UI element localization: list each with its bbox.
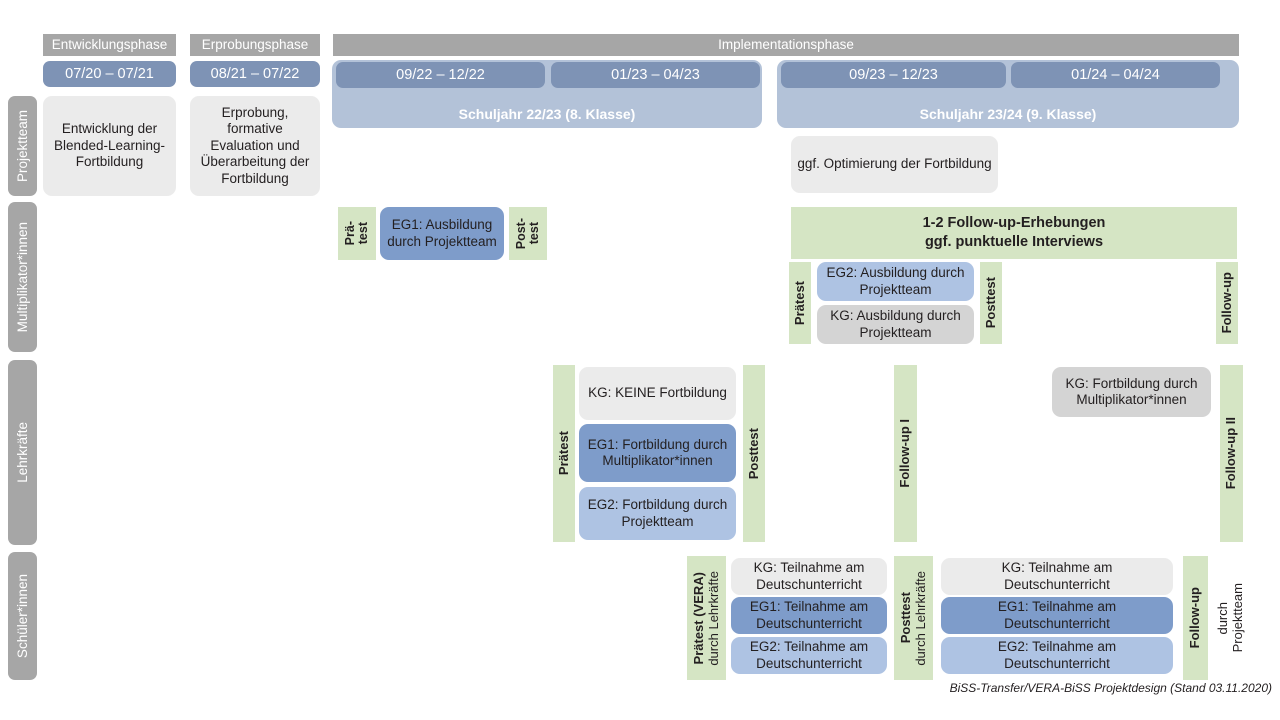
band-posttest-lehrkraefte-text: Posttest xyxy=(745,427,761,480)
row-label-projektteam-text: Projektteam xyxy=(15,109,30,183)
schoolyear-label-2324: Schuljahr 23/24 (9. Klasse) xyxy=(919,106,1097,122)
band-praetest-vera-bold: Prätest (VERA) xyxy=(691,571,707,665)
period-chip-1: 08/21 – 07/22 xyxy=(190,61,320,87)
card-eg1-ausbildung-projektteam: EG1: Ausbildung durch Projektteam xyxy=(380,207,504,260)
card-kg-teilnahme-1: KG: Teilnahme am Deutschunterricht xyxy=(731,558,887,595)
band-followup-schueler-sub-group: durch Projektteam xyxy=(1208,556,1252,680)
row-label-multiplikator: Multiplikator*innen xyxy=(8,202,37,352)
band-posttest-multiplikator-2: Posttest xyxy=(980,262,1002,344)
band-praetest-multiplikator-1-line2: test xyxy=(356,222,370,245)
row-label-schueler: Schüler*innen xyxy=(8,552,37,680)
card-eg2-teilnahme-2: EG2: Teilnahme am Deutschunterricht xyxy=(941,637,1173,674)
band-praetest-lehrkraefte: Prätest xyxy=(553,365,575,542)
row-label-projektteam: Projektteam xyxy=(8,96,37,196)
band-posttest-lehrkraefte: Posttest xyxy=(743,365,765,542)
band-praetest-vera-sub: durch Lehrkräfte xyxy=(705,570,721,666)
card-optimierung-fortbildung: ggf. Optimierung der Fortbildung xyxy=(791,136,998,193)
row-label-lehrkraefte: Lehrkräfte xyxy=(8,360,37,545)
period-chip-0: 07/20 – 07/21 xyxy=(43,61,176,87)
card-eg2-ausbildung-projektteam: EG2: Ausbildung durch Projektteam xyxy=(817,262,974,301)
phase-header-entwicklungsphase: Entwicklungsphase xyxy=(43,34,176,56)
period-chip-5: 01/24 – 04/24 xyxy=(1011,62,1220,88)
band-followup-1-lehrkraefte-text: Follow-up I xyxy=(897,419,913,488)
card-eg1-teilnahme-1: EG1: Teilnahme am Deutschunterricht xyxy=(731,597,887,634)
card-kg-teilnahme-2: KG: Teilnahme am Deutschunterricht xyxy=(941,558,1173,595)
band-posttest-multiplikator-1: Post- test xyxy=(509,207,547,260)
band-praetest-vera-schueler: Prätest (VERA) durch Lehrkräfte xyxy=(687,556,726,680)
card-kg-keine-fortbildung: KG: KEINE Fortbildung xyxy=(579,367,736,420)
card-entwicklung-fortbildung: Entwicklung der Blended-Learning-Fortbil… xyxy=(43,96,176,196)
band-followup-schueler-sub2: Projektteam xyxy=(1230,583,1245,653)
band-posttest-schueler-sub: durch Lehrkräfte xyxy=(912,570,928,666)
band-followup-2-lehrkraefte: Follow-up II xyxy=(1220,365,1243,542)
banner-followup-erhebungen: 1-2 Follow-up-Erhebungen ggf. punktuelle… xyxy=(791,207,1237,259)
band-followup-multiplikator: Follow-up xyxy=(1216,262,1238,344)
card-kg-fortbildung-multiplikator: KG: Fortbildung durch Multiplikator*inne… xyxy=(1052,367,1211,417)
card-eg2-fortbildung-projektteam: EG2: Fortbildung durch Projektteam xyxy=(579,487,736,540)
card-erprobung-evaluation: Erprobung, formative Evaluation und Über… xyxy=(190,96,320,196)
band-followup-2-lehrkraefte-text: Follow-up II xyxy=(1223,417,1239,490)
phase-header-implementationsphase: Implementationsphase xyxy=(333,34,1239,56)
card-eg1-teilnahme-2: EG1: Teilnahme am Deutschunterricht xyxy=(941,597,1173,634)
card-eg1-fortbildung-multiplikator: EG1: Fortbildung durch Multiplikator*inn… xyxy=(579,424,736,482)
period-chip-2: 09/22 – 12/22 xyxy=(336,62,545,88)
band-followup-1-lehrkraefte: Follow-up I xyxy=(894,365,917,542)
band-followup-multiplikator-text: Follow-up xyxy=(1218,272,1234,334)
band-praetest-lehrkraefte-text: Prätest xyxy=(555,431,571,476)
band-followup-schueler-bold: Follow-up xyxy=(1187,587,1203,649)
row-label-lehrkraefte-text: Lehrkräfte xyxy=(15,422,30,483)
band-praetest-multiplikator-2-text: Prätest xyxy=(791,280,807,326)
row-label-multiplikator-text: Multiplikator*innen xyxy=(15,221,30,333)
footer-caption: BiSS-Transfer/VERA-BiSS Projektdesign (S… xyxy=(949,681,1272,695)
band-posttest-schueler-bold: Posttest xyxy=(898,592,914,644)
banner-followup-line1: 1-2 Follow-up-Erhebungen xyxy=(922,215,1106,232)
band-posttest-multiplikator-2-text: Posttest xyxy=(982,277,998,329)
band-posttest-schueler: Posttest durch Lehrkräfte xyxy=(894,556,933,680)
period-chip-3: 01/23 – 04/23 xyxy=(551,62,760,88)
band-posttest-multiplikator-1-line1: Post- xyxy=(513,217,528,250)
band-praetest-multiplikator-1: Prä- test xyxy=(338,207,376,260)
band-posttest-multiplikator-1-line2: test xyxy=(527,222,541,245)
row-label-schueler-text: Schüler*innen xyxy=(15,573,30,659)
period-chip-4: 09/23 – 12/23 xyxy=(781,62,1006,88)
band-followup-schueler-sub1: durch xyxy=(1215,601,1230,635)
band-followup-schueler: Follow-up xyxy=(1183,556,1208,680)
card-eg2-teilnahme-1: EG2: Teilnahme am Deutschunterricht xyxy=(731,637,887,674)
card-kg-ausbildung-projektteam: KG: Ausbildung durch Projektteam xyxy=(817,305,974,344)
band-praetest-multiplikator-2: Prätest xyxy=(789,262,811,344)
banner-followup-line2: ggf. punktuelle Interviews xyxy=(924,234,1104,250)
band-praetest-multiplikator-1-line1: Prä- xyxy=(342,221,357,246)
phase-header-erprobungsphase: Erprobungsphase xyxy=(190,34,320,56)
schoolyear-label-2223: Schuljahr 22/23 (8. Klasse) xyxy=(458,106,636,122)
